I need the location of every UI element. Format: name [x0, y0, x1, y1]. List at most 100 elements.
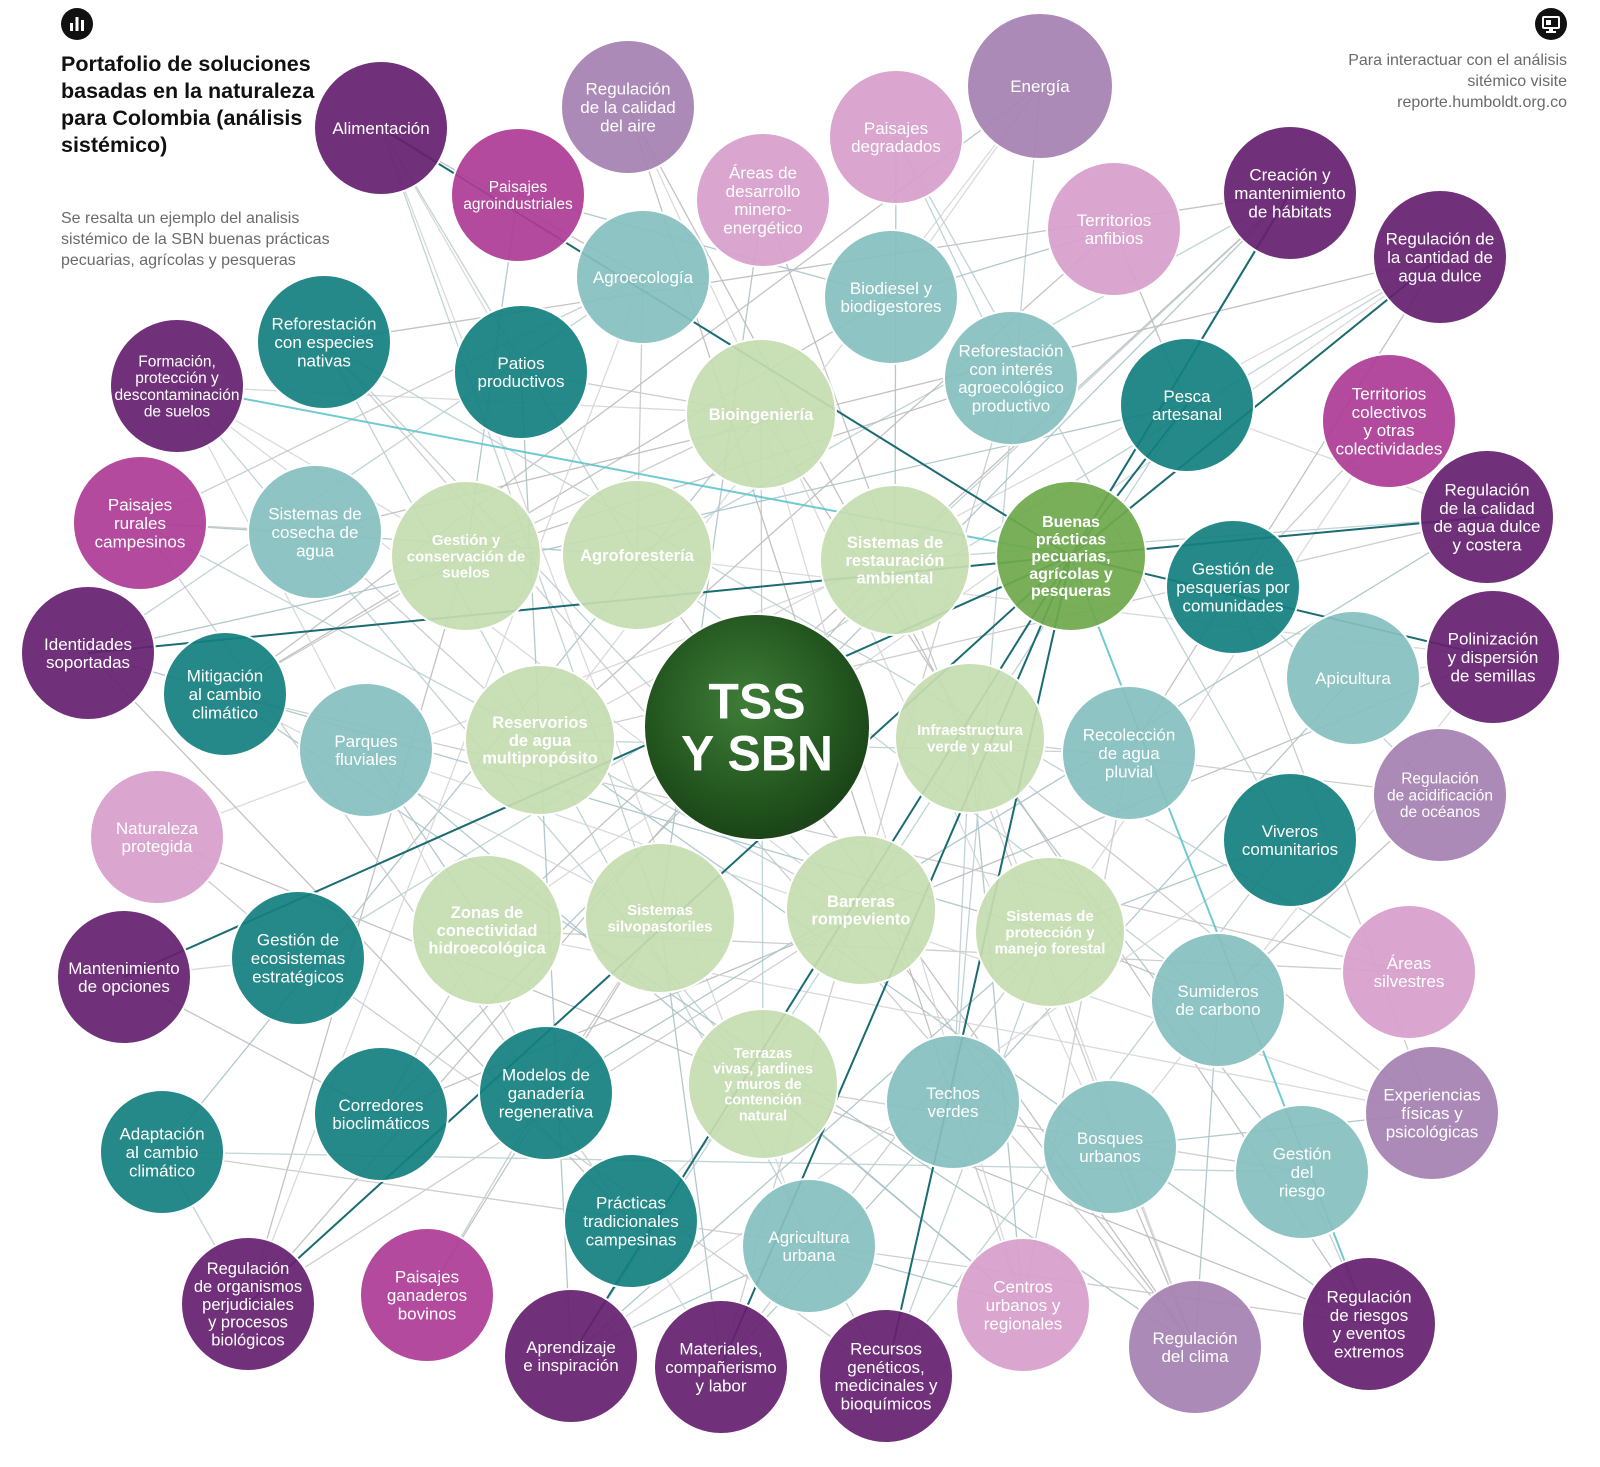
node-agroforesteria[interactable]: Agroforestería	[561, 479, 713, 631]
node-circle	[313, 60, 449, 196]
node-circle	[89, 769, 225, 905]
link-line	[486, 256, 1441, 931]
node-circle	[1285, 610, 1421, 746]
monitor-icon[interactable]	[1535, 8, 1567, 40]
link-line	[969, 737, 1441, 796]
node-circle	[72, 455, 208, 591]
node-bioingenieria[interactable]: Bioingeniería	[685, 338, 837, 490]
node-circle	[109, 318, 245, 454]
node-circle	[313, 1046, 449, 1182]
node-energia[interactable]: Energía	[966, 12, 1114, 160]
node-circle	[1341, 904, 1477, 1040]
node-circle	[785, 834, 937, 986]
node-circle	[1364, 1045, 1500, 1181]
node-circle	[256, 274, 392, 410]
bar-chart-icon[interactable]	[61, 8, 93, 40]
node-circle	[1042, 1079, 1178, 1215]
node-alimentacion[interactable]: Alimentación	[313, 60, 449, 196]
link-line	[224, 693, 661, 919]
node-circle	[1321, 353, 1457, 489]
node-circle	[1222, 125, 1358, 261]
node-label: Energía	[1010, 77, 1070, 96]
link-line	[969, 737, 1024, 1306]
node-circle	[819, 484, 971, 636]
node-circle	[1372, 189, 1508, 325]
node-agroecologia[interactable]: Agroecología	[575, 209, 711, 345]
node-circle	[1419, 449, 1555, 585]
node-apicultura[interactable]: Apicultura	[1285, 610, 1421, 746]
link-line	[969, 737, 1433, 1114]
node-circle	[1061, 685, 1197, 821]
node-circle	[563, 1153, 699, 1289]
node-circle	[247, 464, 383, 600]
